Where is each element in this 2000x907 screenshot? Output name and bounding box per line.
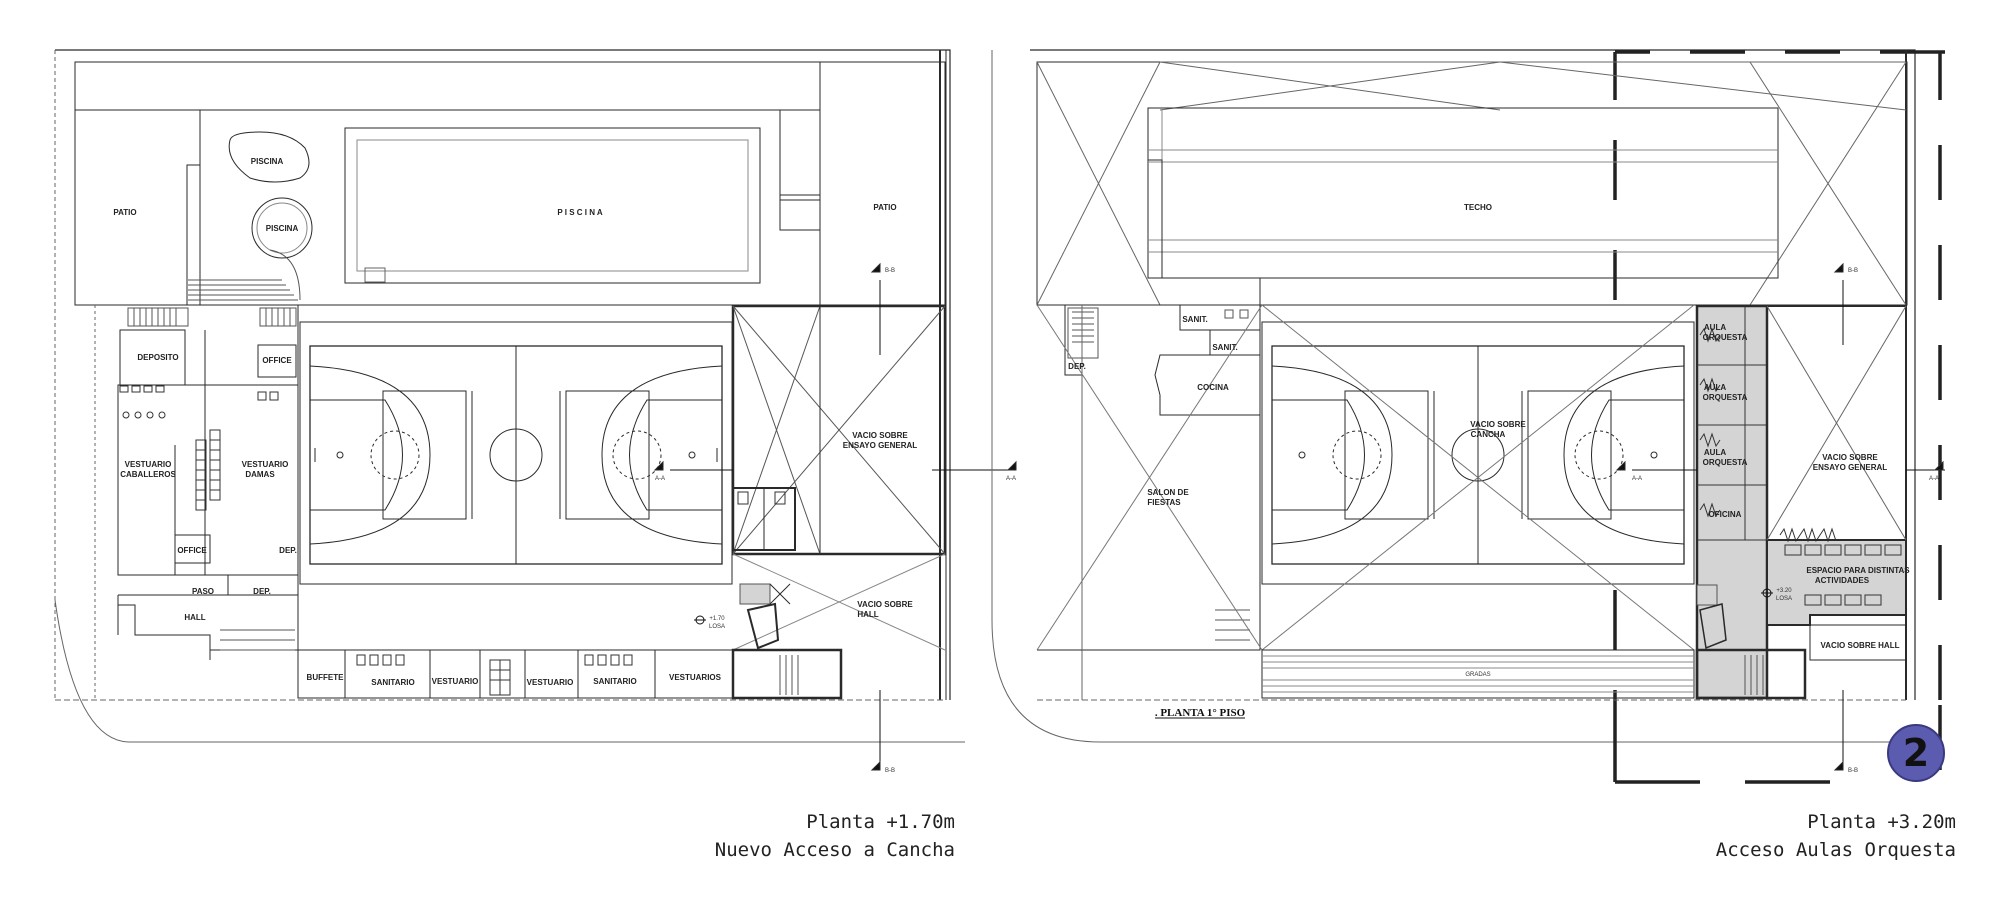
label-vestuario-caballeros-1: VESTUARIO bbox=[125, 460, 172, 469]
label-salon-2: FIESTAS bbox=[1147, 498, 1181, 507]
piscina-small-2-shape bbox=[251, 197, 313, 259]
label-sanitario-2: SANITARIO bbox=[593, 677, 636, 686]
caption-right-name: Acceso Aulas Orquesta bbox=[1715, 839, 1956, 861]
label-vacio-hall-1: VACIO SOBRE bbox=[857, 600, 913, 609]
label-level-left-sub: LOSA bbox=[709, 624, 725, 630]
label-espacio-2: ACTIVIDADES bbox=[1815, 576, 1870, 585]
label-paso: PASO bbox=[192, 587, 214, 596]
piscina-main-shape bbox=[344, 127, 761, 284]
label-vestuario-damas-2: DAMAS bbox=[245, 470, 275, 479]
label-level-left: +1.70 bbox=[709, 616, 725, 622]
caption-left: Planta +1.70m Nuevo Acceso a Cancha bbox=[700, 808, 955, 864]
label-vestuario-2: VESTUARIO bbox=[527, 678, 574, 687]
label-vestuario-caballeros-2: CABALLEROS bbox=[120, 470, 176, 479]
label-sanit-1: SANIT. bbox=[1182, 315, 1207, 324]
caption-right-level: Planta +3.20m bbox=[1807, 811, 1956, 833]
label-section-bb-left-1: B-B bbox=[885, 268, 895, 274]
label-buffete: BUFFETE bbox=[307, 673, 345, 682]
site-boundary-right bbox=[1030, 49, 1916, 700]
labels-right: TECHO SANIT. SANIT. DEP. COCINA SALON DE… bbox=[1068, 203, 1939, 774]
label-vacio-cancha-1: VACIO SOBRE bbox=[1470, 420, 1526, 429]
label-dep-2: DEP. bbox=[253, 587, 271, 596]
label-patio-right: PATIO bbox=[873, 203, 896, 212]
caption-left-level: Planta +1.70m bbox=[806, 811, 955, 833]
label-vacio-ensayo-right-1: VACIO SOBRE bbox=[1822, 453, 1878, 462]
label-level-right-sub: LOSA bbox=[1776, 596, 1792, 602]
site-boundary-left bbox=[55, 49, 951, 700]
stair-core-left bbox=[731, 648, 843, 700]
caption-left-name: Nuevo Acceso a Cancha bbox=[714, 839, 955, 861]
label-section-aa-left-2: A-A bbox=[1006, 476, 1016, 482]
label-deposito: DEPOSITO bbox=[137, 353, 178, 362]
label-aula-1b: ORQUESTA bbox=[1703, 333, 1748, 342]
label-section-bb-left-2: B-B bbox=[885, 768, 895, 774]
patio-right-room bbox=[819, 61, 946, 306]
label-piscina-main: P I S C I N A bbox=[557, 208, 603, 217]
label-oficina: OFICINA bbox=[1709, 510, 1742, 519]
court-right-outer bbox=[1261, 321, 1695, 585]
label-section-bb-right-2: B-B bbox=[1848, 768, 1858, 774]
label-level-right: +3.20 bbox=[1776, 588, 1792, 594]
site-curve-left bbox=[54, 599, 965, 743]
label-section-bb-right-1: B-B bbox=[1848, 268, 1858, 274]
floor-plan-title: . PLANTA 1° PISO bbox=[1155, 707, 1246, 719]
label-aula-1a: AULA bbox=[1704, 323, 1726, 332]
office-top-room bbox=[257, 344, 297, 378]
label-piscina-small-2: PISCINA bbox=[266, 224, 299, 233]
stair-core-right bbox=[1695, 648, 1807, 700]
patio-left-room bbox=[74, 109, 201, 306]
label-aula-2b: ORQUESTA bbox=[1703, 393, 1748, 402]
label-office-bottom: OFFICE bbox=[177, 546, 207, 555]
label-sanit-2: SANIT. bbox=[1212, 343, 1237, 352]
piscina-small-1-shape bbox=[228, 131, 310, 183]
label-aula-3a: AULA bbox=[1704, 448, 1726, 457]
office-bottom-room bbox=[174, 534, 211, 564]
label-aula-2a: AULA bbox=[1704, 383, 1726, 392]
labels-left: PATIO PISCINA PISCINA P I S C I N A PATI… bbox=[113, 157, 1016, 774]
label-vacio-hall-right: VACIO SOBRE HALL bbox=[1821, 641, 1900, 650]
label-vacio-cancha-2: CANCHA bbox=[1471, 430, 1506, 439]
label-vestuario-1: VESTUARIO bbox=[432, 677, 479, 686]
gradas-area bbox=[1261, 649, 1695, 699]
label-techo: TECHO bbox=[1464, 203, 1492, 212]
label-vacio-ensayo-right-2: ENSAYO GENERAL bbox=[1813, 463, 1888, 472]
label-cocina: COCINA bbox=[1197, 383, 1229, 392]
label-piscina-small-1: PISCINA bbox=[251, 157, 284, 166]
caption-right: Planta +3.20m Acceso Aulas Orquesta bbox=[1700, 808, 1956, 864]
label-sanitario-1: SANITARIO bbox=[371, 678, 414, 687]
label-vestuarios: VESTUARIOS bbox=[669, 673, 722, 682]
label-espacio-1: ESPACIO PARA DISTINTAS bbox=[1806, 566, 1910, 575]
label-aula-3b: ORQUESTA bbox=[1703, 458, 1748, 467]
label-vacio-ensayo-1: VACIO SOBRE bbox=[852, 431, 908, 440]
techo-roof bbox=[1147, 107, 1779, 279]
cocina-room bbox=[1154, 354, 1261, 416]
top-strip-left bbox=[74, 61, 821, 111]
label-section-aa-right-2: A-A bbox=[1929, 476, 1939, 482]
label-dep-right: DEP. bbox=[1068, 362, 1086, 371]
label-section-aa-right-1: A-A bbox=[1632, 476, 1642, 482]
label-patio-left: PATIO bbox=[113, 208, 136, 217]
label-office-top: OFFICE bbox=[262, 356, 292, 365]
label-gradas: GRADAS bbox=[1465, 672, 1490, 678]
label-salon-1: SALON DE bbox=[1147, 488, 1189, 497]
label-vacio-hall-2: HALL bbox=[857, 610, 878, 619]
plan-right bbox=[991, 49, 1945, 784]
label-vacio-ensayo-2: ENSAYO GENERAL bbox=[843, 441, 918, 450]
label-hall: HALL bbox=[184, 613, 205, 622]
label-dep-1: DEP. bbox=[279, 546, 297, 555]
sheet-number-badge: 2 bbox=[1887, 724, 1945, 782]
label-vestuario-damas-1: VESTUARIO bbox=[242, 460, 289, 469]
plan-left bbox=[54, 49, 1017, 771]
site-curve-right bbox=[991, 50, 1930, 743]
label-section-aa-left-1: A-A bbox=[655, 476, 665, 482]
